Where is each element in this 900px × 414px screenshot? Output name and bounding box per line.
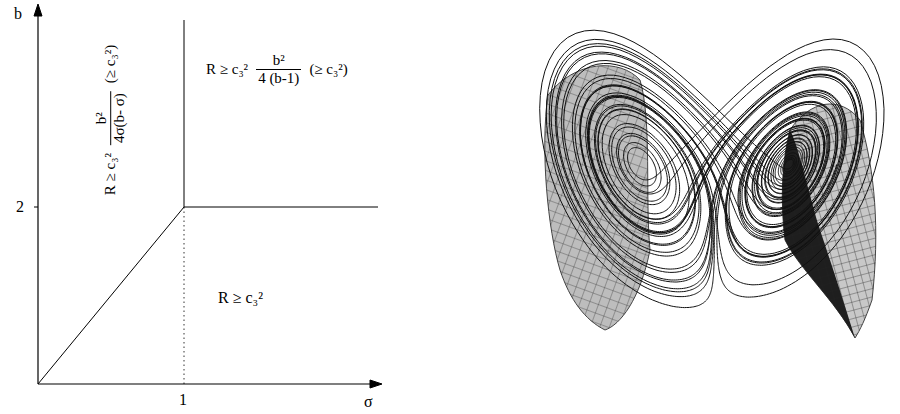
region-bound: (≥ c₃²)	[309, 61, 347, 78]
region-label: R ≥ c₃² b²4σ(b- σ) (≥ c₃²)	[93, 45, 127, 195]
region-bound: (≥ c₃²)	[102, 45, 119, 83]
axis-label: σ	[364, 394, 373, 410]
region-condition: R ≥ c₃²	[102, 153, 119, 195]
region-label: R ≥ c₃² b²4 (b-1) (≥ c₃²)	[206, 52, 348, 86]
region-condition: R ≥ c₃²	[206, 61, 248, 78]
fraction-numerator: b²	[93, 110, 110, 126]
axis-label: b	[14, 6, 22, 22]
tick-label: 1	[179, 392, 187, 408]
fraction-denominator: 4 (b-1)	[256, 69, 301, 87]
fraction: b²4σ(b- σ)	[93, 91, 127, 145]
fraction: b²4 (b-1)	[256, 52, 301, 86]
fraction-numerator: b²	[271, 52, 287, 69]
region-label: R ≥ c₃²	[218, 290, 263, 306]
phase-diagram-axes	[34, 4, 382, 388]
lorenz-attractor	[540, 30, 884, 338]
tick-label: 2	[16, 199, 24, 215]
fraction-denominator: 4σ(b- σ)	[110, 91, 128, 145]
